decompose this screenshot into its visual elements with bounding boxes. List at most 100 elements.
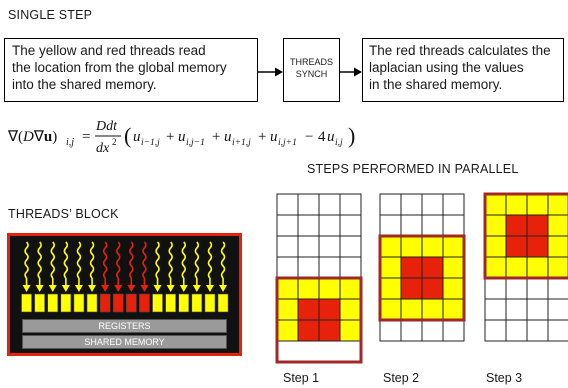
grid-cell (484, 193, 507, 216)
right-description-box: The red threads calculates the laplacian… (362, 38, 564, 102)
grid-cell (421, 319, 444, 342)
grid-cell (505, 193, 528, 216)
thread-arrowhead (22, 285, 31, 292)
thread-wave (89, 241, 95, 279)
grid-cell (442, 256, 465, 279)
grid-cell (442, 298, 465, 321)
step-3-label: Step 3 (486, 371, 523, 385)
grid-cell (505, 235, 528, 258)
thread-wave (76, 241, 82, 279)
grid-cell (400, 193, 423, 216)
grid-cell (318, 319, 341, 342)
registers-label: REGISTERS (98, 321, 151, 331)
svg-text:u: u (224, 129, 232, 145)
grid-cell (547, 214, 568, 237)
grid-cell (297, 193, 320, 216)
svg-text:∇(D∇u): ∇(D∇u) (7, 129, 57, 145)
arrow-left-to-synch (258, 67, 283, 77)
laplacian-formula: ∇(D∇u) i,j = Ddt dx 2 ( u i−1,j + u i,j−… (7, 119, 355, 156)
thread-cell (178, 293, 190, 313)
grid-cell (379, 214, 402, 237)
svg-text:u: u (133, 129, 141, 145)
thread-cell (73, 293, 85, 313)
grid-cell (379, 319, 402, 342)
thread-wave (181, 241, 187, 279)
svg-text:i,j: i,j (335, 138, 343, 148)
svg-text:i,j+1: i,j+1 (278, 138, 297, 148)
grid-cell (484, 235, 507, 258)
grid-cell (297, 277, 320, 300)
flow-arrows (258, 67, 362, 77)
grid-cell (505, 214, 528, 237)
grid-cell (318, 214, 341, 237)
grid-cell (484, 319, 507, 342)
right-box-line-1: The red threads calculates the (369, 43, 551, 58)
grid-cell (421, 193, 444, 216)
thread-cell (204, 293, 216, 313)
grid-cell (505, 298, 528, 321)
grid-cell (526, 298, 549, 321)
thread-cell (139, 293, 150, 313)
thread-arrowhead (127, 285, 136, 292)
grid-cell (547, 256, 568, 279)
left-description-box: The yellow and red threads read the loca… (4, 38, 258, 102)
grid-cell (484, 214, 507, 237)
thread-cell (60, 293, 72, 313)
grid-cell (339, 235, 362, 258)
thread-cell (47, 293, 59, 313)
thread-cell (152, 293, 163, 313)
left-box-line-2: the location from the global memory (12, 60, 227, 75)
svg-text:i−1,j: i−1,j (141, 138, 160, 148)
grid-cell (505, 319, 528, 342)
grid-cell (526, 193, 549, 216)
svg-text:u: u (178, 129, 186, 145)
svg-text:=: = (82, 129, 90, 145)
thread-arrowhead (205, 285, 214, 292)
grid-cell (400, 235, 423, 258)
thread-wave (155, 241, 160, 279)
thread-arrowhead (74, 285, 83, 292)
thread-cell (126, 293, 137, 313)
grid-cell (421, 256, 444, 279)
step-3-block-outline (483, 192, 568, 280)
svg-text:Ddt: Ddt (95, 119, 118, 134)
svg-text:+: + (166, 129, 174, 145)
grid-cell (421, 298, 444, 321)
grid-cell (505, 256, 528, 279)
grid-cell (400, 256, 423, 279)
grid-cell (547, 193, 568, 216)
thread-arrowhead (48, 285, 57, 292)
left-box-line-3: into the shared memory. (12, 77, 157, 92)
svg-text:4: 4 (318, 129, 326, 145)
grid-cell (318, 277, 341, 300)
grid-cell (442, 235, 465, 258)
grid-cell (484, 277, 507, 300)
thread-cell (86, 293, 98, 313)
grid-cell (442, 193, 465, 216)
grid-cell (379, 298, 402, 321)
grid-cell (318, 193, 341, 216)
svg-text:+: + (258, 129, 266, 145)
grid-cell (526, 277, 549, 300)
grid-cell (339, 214, 362, 237)
arrow-synch-to-right (340, 67, 362, 77)
thread-wave (115, 241, 121, 279)
grid-cell (547, 277, 568, 300)
grid-cell (276, 235, 299, 258)
thread-cell (99, 293, 111, 313)
grid-cell (297, 214, 320, 237)
grid-cell (339, 193, 362, 216)
grid-cell (318, 298, 341, 321)
thread-wave (168, 241, 173, 279)
grid-cell (526, 214, 549, 237)
thread-arrowhead (88, 285, 97, 292)
grid-cell (379, 256, 402, 279)
step-2-label: Step 2 (383, 371, 420, 385)
grid-cell (297, 319, 320, 342)
svg-text:u: u (270, 129, 278, 145)
grid-cell (276, 214, 299, 237)
shared-memory-bar: SHARED MEMORY (22, 335, 227, 349)
grid-cell (400, 319, 423, 342)
thread-wave (37, 241, 42, 279)
